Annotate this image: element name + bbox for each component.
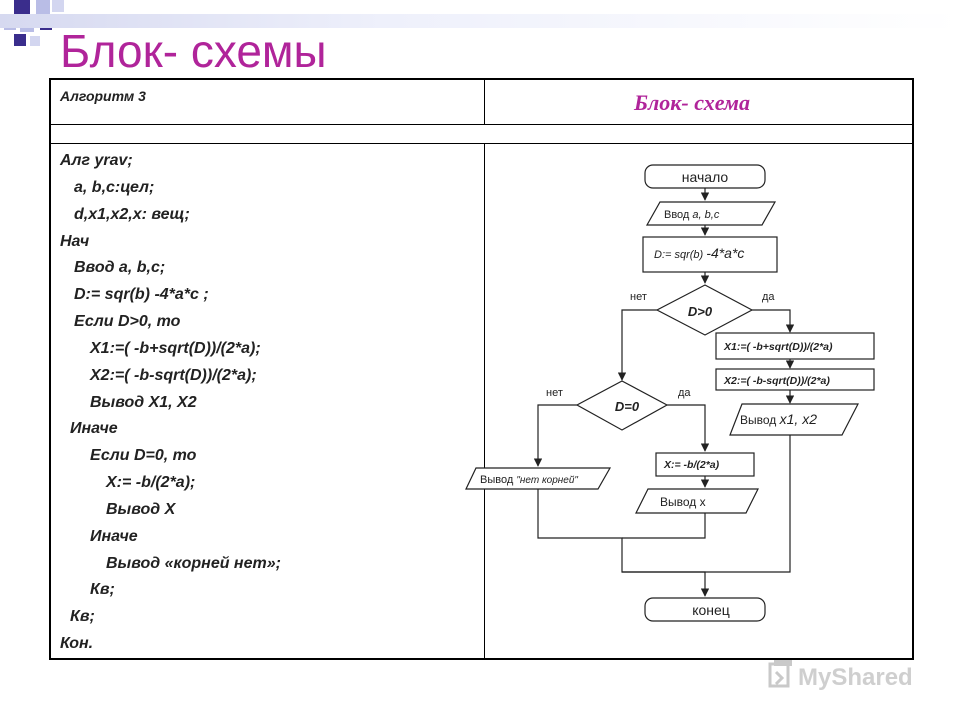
code-line: X2:=( -b-sqrt(D))/(2*a);: [90, 367, 257, 384]
connector-cond2-yes: [667, 404, 710, 452]
code-line: Алг yrav;: [60, 152, 133, 169]
start-terminator: [644, 164, 766, 189]
branch-yes-label-1: да: [762, 291, 775, 303]
code-line: Вывод X1, X2: [90, 394, 197, 411]
connector-cond1-no: [617, 309, 657, 381]
output-x1-x2-parallelogram: [729, 403, 859, 436]
x1-process-label: X1:=( -b+sqrt(D))/(2*a): [723, 341, 833, 353]
code-line: Если D>0, то: [74, 313, 181, 330]
x2-process: [715, 368, 875, 391]
x-process-label: X:= -b/(2*a): [663, 459, 720, 471]
code-line: Иначе: [90, 528, 138, 545]
code-line: Если D=0, то: [90, 447, 197, 464]
output-x1-x2-label: Вывод x1, x2: [740, 411, 817, 427]
code-line: Вывод X: [106, 501, 176, 518]
code-line: X:= -b/(2*a);: [106, 474, 196, 491]
connector-to-end: [537, 489, 710, 597]
code-line: Кон.: [60, 635, 94, 652]
input-parallelogram: [645, 201, 777, 226]
decor-square-8: [30, 36, 40, 46]
table-divider-column-top: [484, 78, 485, 124]
algorithm-header: Алгоритм 3: [60, 88, 146, 104]
output-x-label: Вывод x: [660, 495, 706, 509]
code-line: Нач: [60, 233, 90, 250]
code-line: d,x1,x2,x: вещ;: [74, 206, 190, 223]
code-line: Кв;: [70, 608, 95, 625]
code-line: Вывод «корней нет»;: [106, 555, 281, 572]
watermark-text: MyShared: [798, 664, 913, 691]
assign-d-process: [642, 236, 778, 273]
branch-no-label-2: нет: [546, 387, 563, 399]
end-label: конец: [692, 602, 730, 618]
output-no-roots-label: Вывод "нет корней": [480, 474, 578, 486]
decision-d-eq-0-label: D=0: [615, 399, 640, 414]
table-divider-column-body: [484, 143, 485, 660]
decor-square-3: [52, 0, 64, 12]
output-no-roots-parallelogram: [465, 467, 612, 490]
decor-square-1: [14, 0, 30, 16]
input-label: Ввод a, b,c: [664, 209, 720, 221]
code-line: D:= sqr(b) -4*a*c ;: [74, 286, 209, 303]
code-line: Кв;: [90, 581, 115, 598]
connector-outputx-merge: [622, 513, 706, 539]
branch-yes-label-2: да: [678, 387, 691, 399]
output-x-parallelogram: [635, 488, 759, 514]
connector-cond2-no: [533, 404, 577, 467]
watermark-logo-icon: MyShared: [768, 660, 913, 691]
flowchart-header: Блок- схема: [634, 90, 751, 115]
table-divider-spacer: [49, 143, 914, 144]
x2-process-label: X2:=( -b-sqrt(D))/(2*a): [723, 375, 830, 387]
decision-d-eq-0: [575, 380, 669, 431]
start-label: начало: [682, 169, 729, 185]
branch-no-label-1: нет: [630, 291, 647, 303]
assign-d-label: D:= sqr(b) -4*a*c: [654, 245, 744, 261]
header-gradient-bar: [0, 14, 960, 28]
slide-title: Блок- схемы: [60, 25, 327, 77]
code-line: X1:=( -b+sqrt(D))/(2*a);: [90, 340, 261, 357]
table-divider-header: [49, 124, 914, 125]
table-frame: [49, 78, 914, 660]
decision-d-gt-0-label: D>0: [688, 304, 713, 319]
watermark: MyShared: [768, 658, 928, 694]
connector-cond1-yes: [752, 309, 795, 333]
end-terminator: [644, 597, 766, 622]
decision-d-gt-0: [655, 284, 754, 336]
x1-process: [715, 332, 875, 360]
code-line: a, b,c:цел;: [74, 179, 155, 196]
decor-square-2: [36, 0, 50, 14]
x-process: [655, 452, 755, 477]
code-line: Иначе: [70, 420, 118, 437]
code-line: Ввод a, b,c;: [74, 259, 166, 276]
decor-square-7: [14, 34, 26, 46]
